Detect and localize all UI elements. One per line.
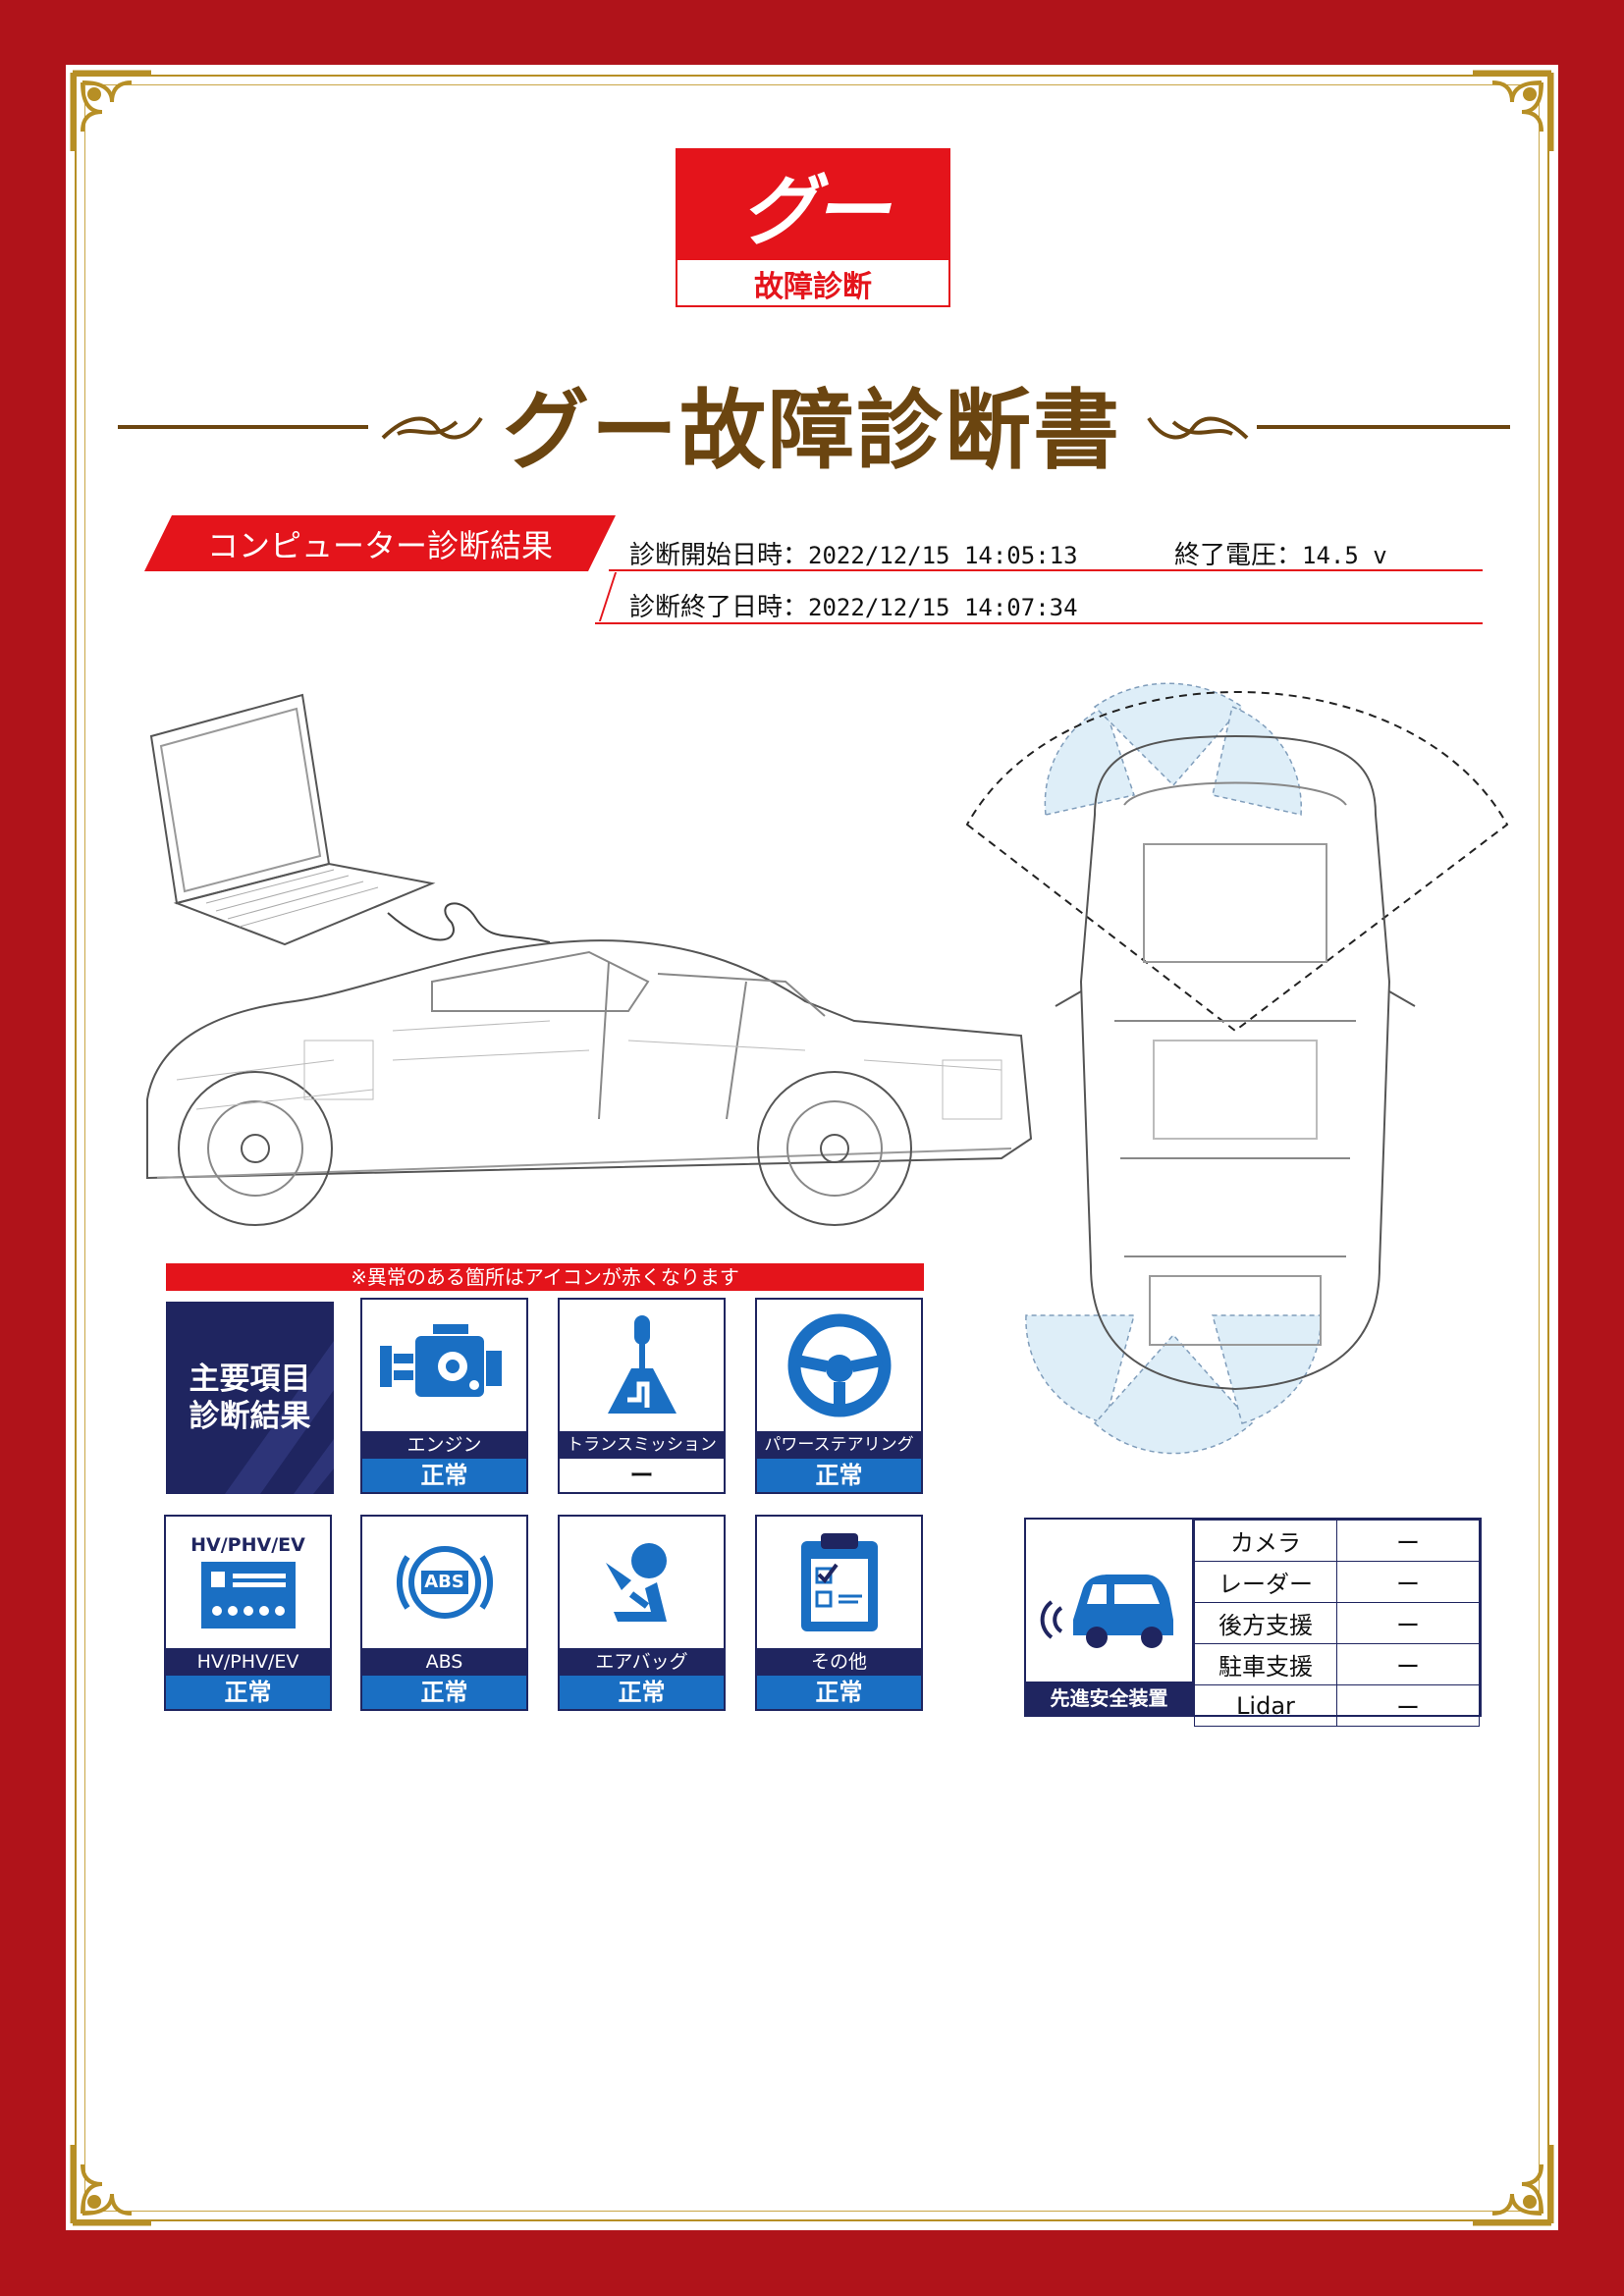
table-row: 後方支援ー <box>1194 1602 1480 1644</box>
power-steering-label: パワーステアリング <box>757 1431 921 1459</box>
info-rule-1 <box>609 569 1483 571</box>
logo-mark: グー <box>677 150 948 260</box>
adas-name: 後方支援 <box>1194 1602 1337 1644</box>
title-rule-left <box>118 425 368 429</box>
engine-icon <box>362 1300 526 1431</box>
corner-ornament-top-right <box>1473 70 1554 151</box>
other-status: 正常 <box>757 1676 921 1709</box>
car-side-illustration <box>146 693 1033 1226</box>
adas-icon-cell: 先進安全装置 <box>1026 1520 1194 1715</box>
adas-name: カメラ <box>1194 1520 1337 1562</box>
transmission-status: ー <box>560 1459 724 1492</box>
table-row: レーダーー <box>1194 1561 1480 1603</box>
corner-ornament-top-left <box>70 70 151 151</box>
power-steering-status: 正常 <box>757 1459 921 1492</box>
voltage-label: 終了電圧： <box>1174 541 1303 570</box>
car-top-view-illustration <box>965 682 1509 1455</box>
heading-stripes <box>225 1341 334 1494</box>
end-label: 診断終了日時： <box>629 593 809 622</box>
car-sensor-icon <box>1040 1575 1173 1648</box>
adas-caption: 先進安全装置 <box>1026 1682 1192 1715</box>
corner-ornament-bottom-right <box>1473 2145 1554 2226</box>
corner-ornament-bottom-left <box>70 2145 151 2226</box>
voltage-value: 14.5 v <box>1302 542 1387 569</box>
abnormal-notice: ※異常のある箇所はアイコンが赤くなります <box>166 1263 924 1291</box>
info-rule-2 <box>595 622 1483 624</box>
end-value: 2022/12/15 14:07:34 <box>808 594 1078 621</box>
adas-status: ー <box>1336 1643 1480 1685</box>
engine-status: 正常 <box>362 1459 526 1492</box>
adas-status: ー <box>1336 1561 1480 1603</box>
steering-wheel-icon <box>757 1300 921 1431</box>
title-rule-right <box>1257 425 1510 429</box>
airbag-label: エアバッグ <box>560 1648 724 1676</box>
main-items-heading-text: 主要項目 診断結果 <box>189 1362 311 1434</box>
diagnosis-start: 診断開始日時：2022/12/15 14:05:13 <box>629 535 1078 571</box>
gold-frame-inner <box>84 84 1540 2212</box>
transmission-icon <box>560 1300 724 1431</box>
laptop-base <box>173 862 436 946</box>
abs-icon-text: ABS <box>420 1571 468 1594</box>
airbag-icon <box>560 1517 724 1648</box>
clipboard-icon <box>757 1517 921 1648</box>
transmission-label: トランスミッション <box>560 1431 724 1459</box>
flourish-left-icon <box>381 416 483 440</box>
hv-icon-text: HV/PHV/EV <box>190 1534 305 1556</box>
diag-card-engine: エンジン 正常 <box>360 1298 528 1494</box>
goo-logo: グー 故障診断 <box>676 148 950 307</box>
diag-card-airbag: エアバッグ 正常 <box>558 1515 726 1711</box>
adas-name: 駐車支援 <box>1194 1643 1337 1685</box>
end-voltage: 終了電圧：14.5 v <box>1174 535 1387 571</box>
hv-label: HV/PHV/EV <box>166 1648 330 1676</box>
diag-card-hv: HV/PHV/EV HV/PHV/EV 正常 <box>164 1515 332 1711</box>
diag-card-abs: ABS ABS 正常 <box>360 1515 528 1711</box>
logo-caption: 故障診断 <box>754 270 872 304</box>
abs-icon: ABS <box>362 1517 526 1648</box>
start-value: 2022/12/15 14:05:13 <box>808 542 1078 569</box>
start-label: 診断開始日時： <box>629 541 809 570</box>
table-row: カメラー <box>1194 1520 1480 1562</box>
adas-status: ー <box>1336 1602 1480 1644</box>
airbag-status: 正常 <box>560 1676 724 1709</box>
gold-frame-outer <box>75 75 1549 2221</box>
diag-card-power-steering: パワーステアリング 正常 <box>755 1298 923 1494</box>
adas-status: ー <box>1336 1684 1480 1727</box>
adas-status: ー <box>1336 1520 1480 1562</box>
adas-name: Lidar <box>1194 1684 1337 1727</box>
flourish-right-icon <box>1147 416 1249 440</box>
table-row: 駐車支援ー <box>1194 1643 1480 1685</box>
engine-label: エンジン <box>362 1431 526 1459</box>
laptop-screen <box>149 693 331 905</box>
main-items-heading: 主要項目 診断結果 <box>166 1302 334 1494</box>
adas-name: レーダー <box>1194 1561 1337 1603</box>
diag-card-other: その他 正常 <box>755 1515 923 1711</box>
abs-label: ABS <box>362 1648 526 1676</box>
other-label: その他 <box>757 1648 921 1676</box>
diag-card-transmission: トランスミッション ー <box>558 1298 726 1494</box>
hv-battery-icon: HV/PHV/EV <box>166 1517 330 1648</box>
diagnosis-end: 診断終了日時：2022/12/15 14:07:34 <box>629 587 1078 623</box>
section-band: コンピューター診断結果 <box>144 515 616 571</box>
page-title: グー故障診断書 <box>502 380 1121 481</box>
hv-status: 正常 <box>166 1676 330 1709</box>
abs-status: 正常 <box>362 1676 526 1709</box>
